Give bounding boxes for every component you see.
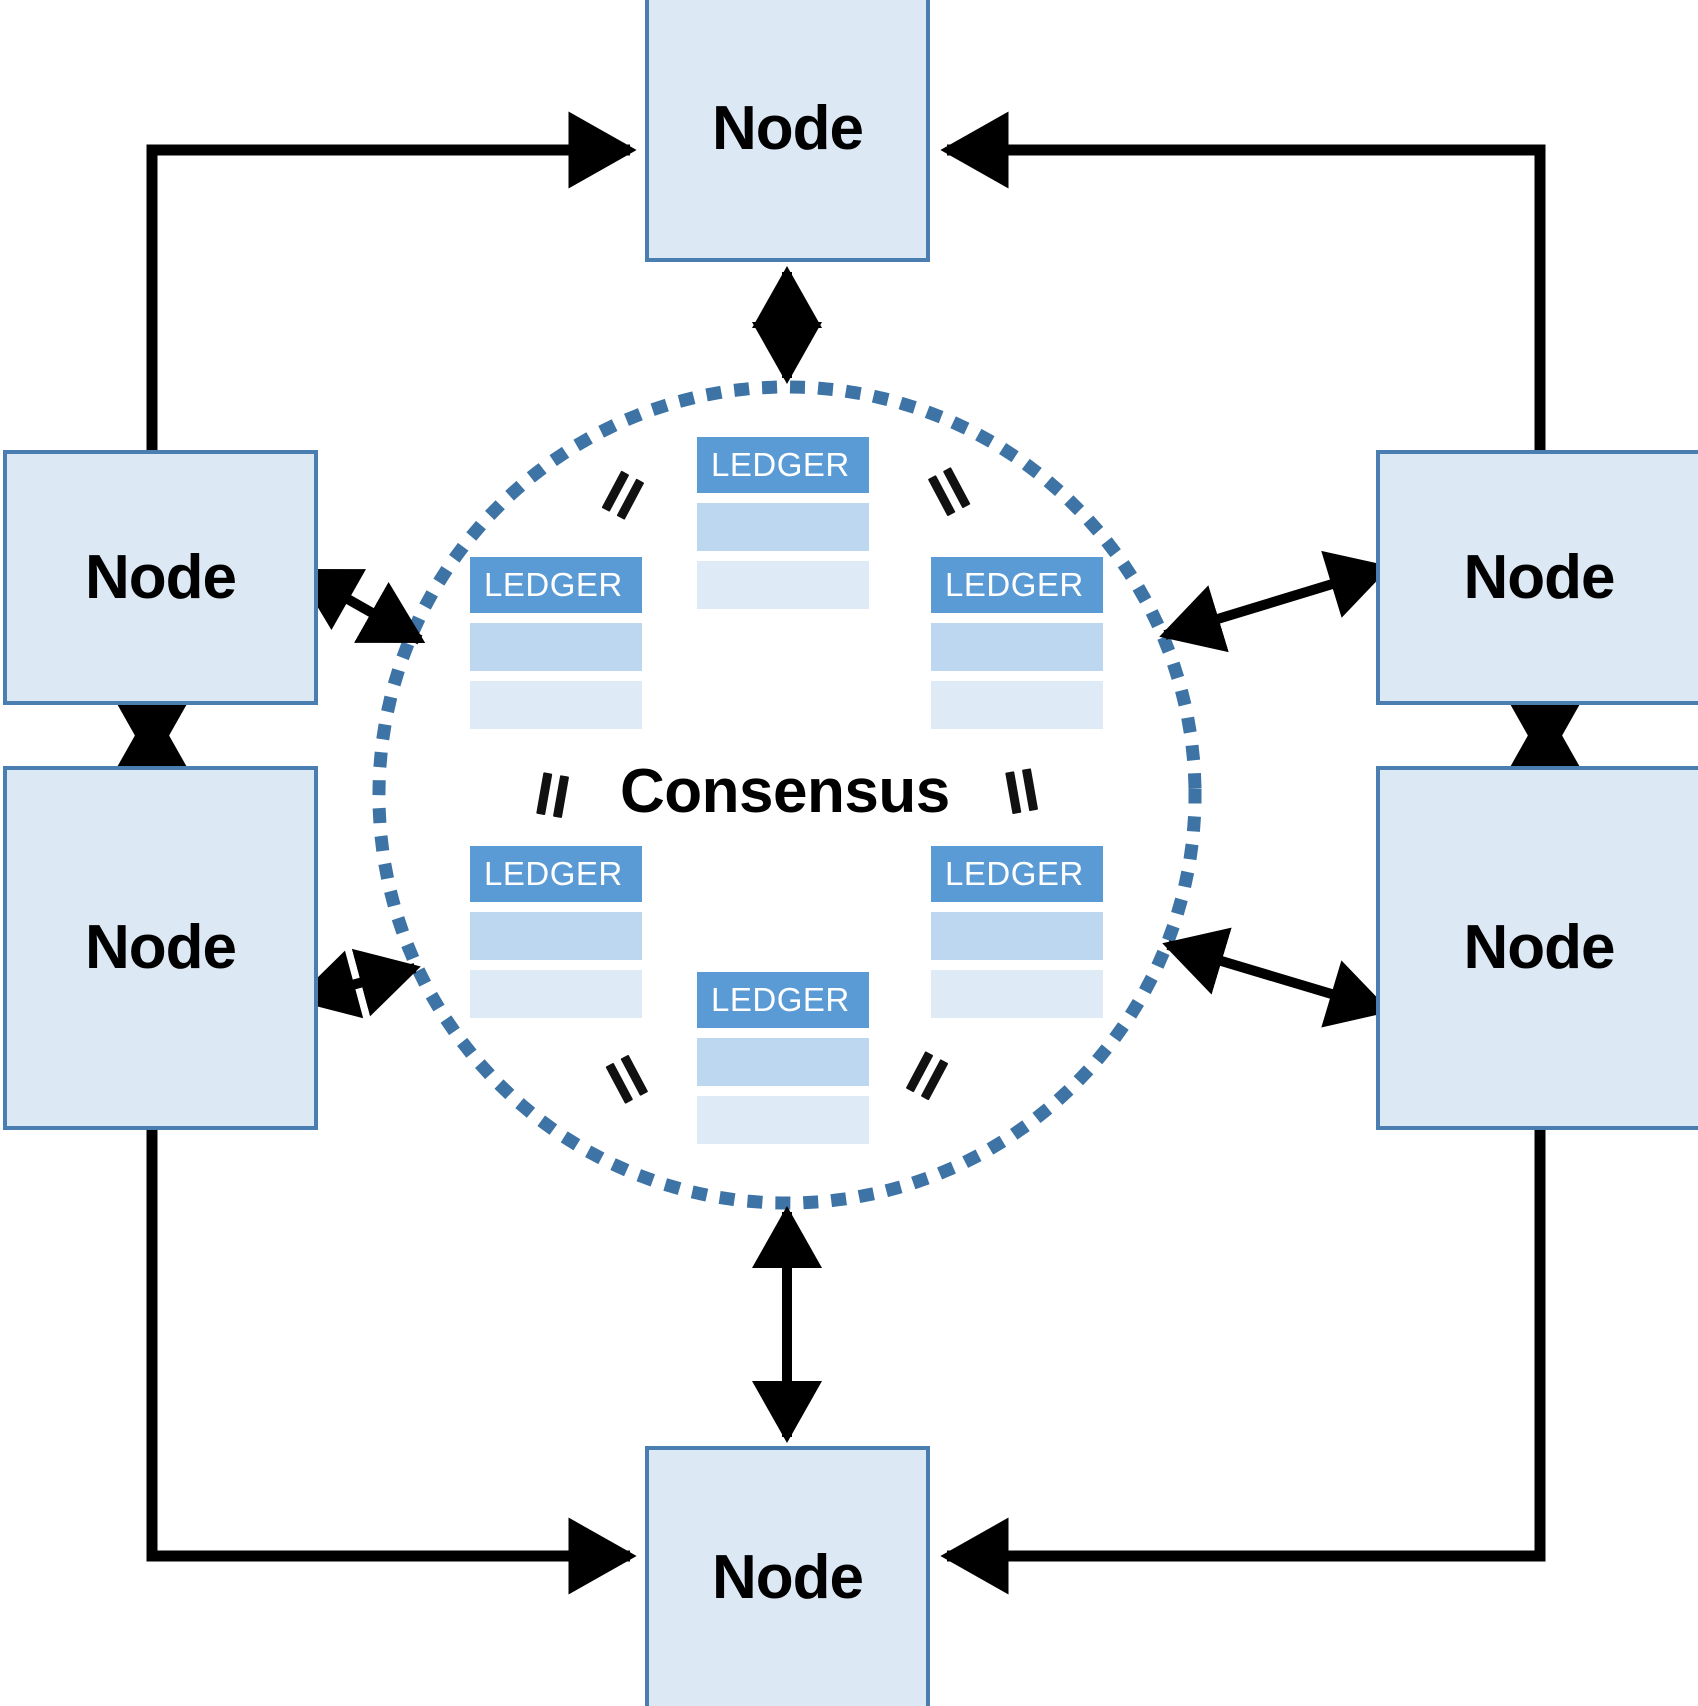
node-right-lower-label: Node <box>1463 913 1616 982</box>
arrow-right-upper-to-top <box>940 111 1579 513</box>
ledger-left-lower[interactable]: LEDGER <box>470 846 642 1018</box>
equals-mark-bottom-left <box>594 1047 656 1109</box>
node-left-lower-label: Node <box>85 913 237 982</box>
ledger-bottom-title: LEDGER <box>697 972 869 1028</box>
consensus-label: Consensus <box>620 757 950 826</box>
ledger-right-lower[interactable]: LEDGER <box>931 846 1103 1018</box>
equals-mark-top-right <box>920 462 982 524</box>
ledger-right-upper[interactable]: LEDGER <box>931 557 1103 729</box>
ledger-bottom[interactable]: LEDGER <box>697 972 869 1144</box>
ledger-right-lower-row-2 <box>931 970 1103 1018</box>
arrow-left-upper-to-circle <box>294 567 426 645</box>
node-top-label: Node <box>712 94 864 163</box>
ledger-left-lower-row-2 <box>470 970 642 1018</box>
node-right-upper[interactable]: Node <box>1376 450 1698 705</box>
arrow-left-lower-to-bottom <box>113 1068 637 1595</box>
arrow-right-lower-to-bottom <box>940 1068 1579 1595</box>
node-left-upper-label: Node <box>85 542 237 612</box>
ledger-right-upper-title: LEDGER <box>931 557 1103 613</box>
node-bottom[interactable]: Node <box>645 1446 930 1706</box>
arrow-right-upper-to-circle <box>1159 550 1391 653</box>
equals-mark-mid-left <box>525 766 578 819</box>
ledger-left-lower-row-1 <box>470 912 642 960</box>
node-left-upper[interactable]: Node <box>3 450 318 705</box>
equals-mark-bottom-right <box>896 1047 958 1109</box>
equals-mark-mid-right <box>996 766 1049 819</box>
ledger-top-row-2 <box>697 561 869 609</box>
node-bottom-label: Node <box>712 1543 864 1612</box>
ledger-top-row-1 <box>697 503 869 551</box>
ledger-top[interactable]: LEDGER <box>697 437 869 609</box>
ledger-left-upper-row-2 <box>470 681 642 729</box>
ledger-top-title: LEDGER <box>697 437 869 493</box>
node-left-lower[interactable]: Node <box>3 766 318 1130</box>
ledger-left-upper-title: LEDGER <box>470 557 642 613</box>
ledger-bottom-row-2 <box>697 1096 869 1144</box>
ledger-right-upper-row-2 <box>931 681 1103 729</box>
arrow-left-upper-to-top <box>113 111 637 513</box>
ledger-right-lower-row-1 <box>931 912 1103 960</box>
ledger-right-upper-row-1 <box>931 623 1103 671</box>
node-right-lower[interactable]: Node <box>1376 766 1698 1130</box>
node-top[interactable]: Node <box>645 0 930 262</box>
ledger-left-lower-title: LEDGER <box>470 846 642 902</box>
ledger-left-upper[interactable]: LEDGER <box>470 557 642 729</box>
node-right-upper-label: Node <box>1463 542 1616 612</box>
ledger-right-lower-title: LEDGER <box>931 846 1103 902</box>
arrow-right-lower-to-circle <box>1162 927 1391 1028</box>
ledger-left-upper-row-1 <box>470 623 642 671</box>
equals-mark-top-left <box>592 462 654 524</box>
ledger-bottom-row-1 <box>697 1038 869 1086</box>
